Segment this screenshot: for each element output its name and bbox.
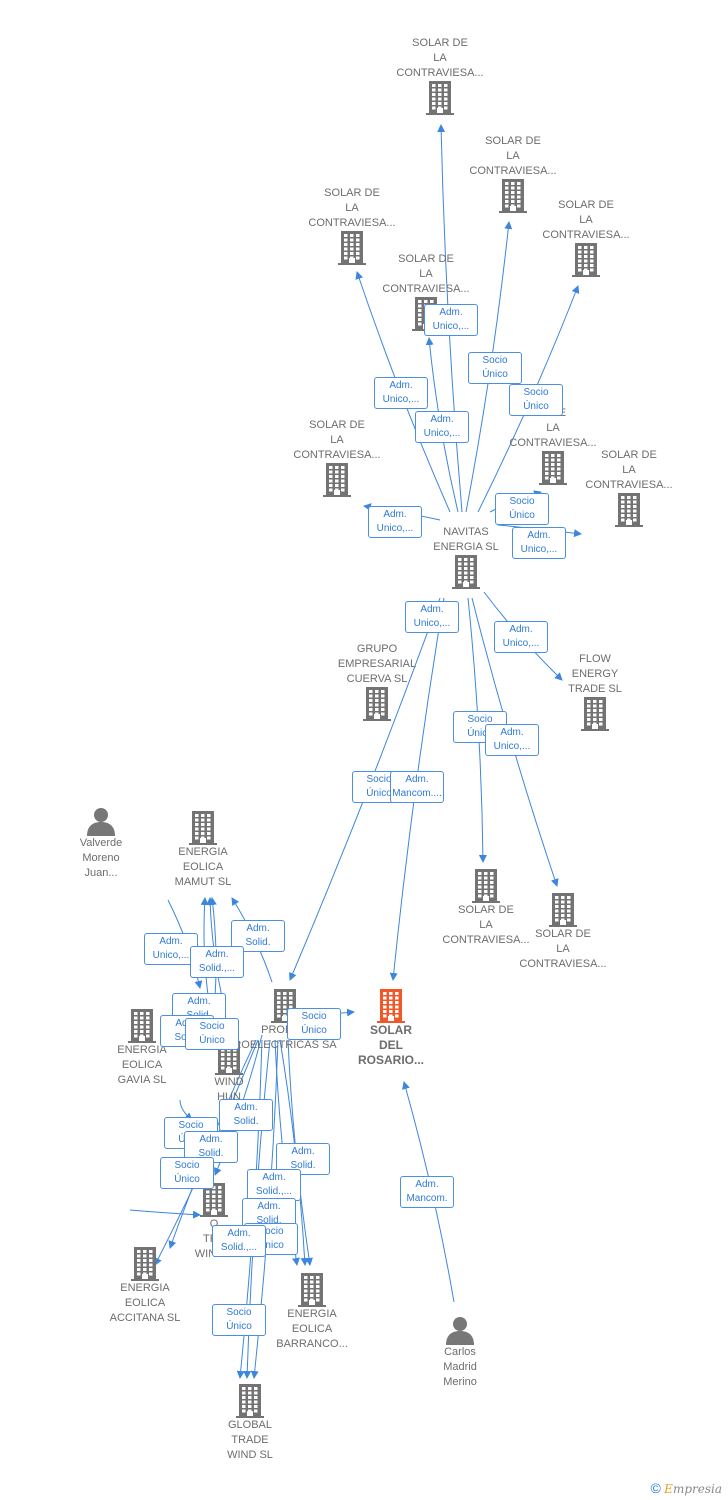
brand-name: mpresia bbox=[672, 1482, 722, 1496]
building-icon bbox=[499, 179, 527, 213]
node-label: GLOBAL TRADE WIND SL bbox=[227, 1419, 273, 1461]
person-node[interactable]: Carlos Madrid Merino bbox=[400, 1315, 520, 1390]
node-label: NAVITAS ENERGIA SL bbox=[433, 526, 499, 553]
relation-label: Socio Único bbox=[468, 352, 522, 384]
node-label: ENERGIA EOLICA GAVIA SL bbox=[117, 1044, 167, 1086]
relation-label: Socio Único bbox=[185, 1018, 239, 1050]
node-label: Carlos Madrid Merino bbox=[443, 1346, 477, 1388]
brand-footer: © Empresia bbox=[651, 1480, 723, 1496]
relation-label: Adm. Unico,... bbox=[415, 411, 469, 443]
company-node[interactable]: ENERGIA EOLICA BARRANCO... bbox=[252, 1273, 372, 1352]
building-icon bbox=[189, 811, 217, 845]
building-icon bbox=[615, 493, 643, 527]
node-label: SOLAR DE LA CONTRAVIESA... bbox=[442, 904, 530, 946]
brand-initial: E bbox=[664, 1482, 673, 1496]
relation-label: Adm. Solid.,... bbox=[190, 946, 244, 978]
relation-label: Adm. Unico,... bbox=[144, 933, 198, 965]
company-node[interactable]: WIND HUN bbox=[169, 1041, 289, 1105]
relation-label: Adm. Mancom. bbox=[400, 1176, 454, 1208]
node-label: SOLAR DE LA CONTRAVIESA... bbox=[308, 187, 396, 229]
relation-label: Socio Único bbox=[509, 384, 563, 416]
building-icon bbox=[323, 463, 351, 497]
building-icon bbox=[426, 81, 454, 115]
building-icon bbox=[200, 1183, 228, 1217]
company-node[interactable]: SOLAR DE LA CONTRAVIESA... bbox=[380, 36, 500, 115]
building-icon bbox=[131, 1247, 159, 1281]
person-icon bbox=[446, 1317, 474, 1345]
building-icon bbox=[472, 869, 500, 903]
person-node[interactable]: Valverde Moreno Juan... bbox=[41, 806, 161, 881]
node-label: SOLAR DE LA CONTRAVIESA... bbox=[293, 419, 381, 461]
company-node[interactable]: GLOBAL TRADE WIND SL bbox=[190, 1384, 310, 1463]
company-node[interactable]: SOLAR DE LA CONTRAVIESA... bbox=[292, 186, 412, 265]
building-icon bbox=[236, 1384, 264, 1418]
relation-label: Adm. Solid.,... bbox=[212, 1225, 266, 1257]
node-label: Valverde Moreno Juan... bbox=[79, 837, 123, 879]
node-label: GRUPO EMPRESARIAL CUERVA SL bbox=[337, 643, 417, 685]
relation-label: Adm. Solid. bbox=[219, 1099, 273, 1131]
relation-label: Socio Único bbox=[212, 1304, 266, 1336]
relation-label: Socio Único bbox=[287, 1008, 341, 1040]
node-label: SOLAR DE LA CONTRAVIESA... bbox=[469, 135, 557, 177]
company-node[interactable]: SOLAR DE LA CONTRAVIESA... bbox=[453, 134, 573, 213]
company-node[interactable]: ENERGIA EOLICA GAVIA SL bbox=[82, 1009, 202, 1088]
relation-label: Adm. Unico,... bbox=[405, 601, 459, 633]
building-icon bbox=[581, 697, 609, 731]
node-label: ENERGIA EOLICA MAMUT SL bbox=[174, 846, 232, 888]
relation-label: Adm. Unico,... bbox=[512, 527, 566, 559]
building-icon bbox=[377, 989, 405, 1023]
relation-label: Adm. Unico,... bbox=[374, 377, 428, 409]
node-label: SOLAR DE LA CONTRAVIESA... bbox=[519, 928, 607, 970]
building-icon bbox=[572, 243, 600, 277]
relation-label: Adm. Unico,... bbox=[494, 621, 548, 653]
building-icon bbox=[338, 231, 366, 265]
node-label: FLOW ENERGY TRADE SL bbox=[568, 653, 622, 695]
node-label: ENERGIA EOLICA ACCITANA SL bbox=[109, 1282, 181, 1324]
node-label: ENERGIA EOLICA BARRANCO... bbox=[276, 1308, 348, 1350]
building-icon bbox=[549, 893, 577, 927]
relation-label: Socio Único bbox=[160, 1157, 214, 1189]
company-node[interactable]: SOLAR DE LA CONTRAVIESA... bbox=[569, 448, 689, 527]
node-label: SOLAR DE LA CONTRAVIESA... bbox=[396, 37, 484, 79]
building-icon bbox=[363, 687, 391, 721]
copyright-symbol: © bbox=[650, 1480, 661, 1496]
building-icon bbox=[128, 1009, 156, 1043]
company-node[interactable]: SOLAR DE LA CONTRAVIESA... bbox=[277, 418, 397, 497]
company-node[interactable]: SOLAR DE LA CONTRAVIESA... bbox=[426, 869, 546, 948]
relation-label: Adm. Unico,... bbox=[485, 724, 539, 756]
relation-label: Adm. Solid.,... bbox=[247, 1169, 301, 1201]
company-node[interactable]: ENERGIA EOLICA MAMUT SL bbox=[143, 811, 263, 890]
relation-label: Adm. Unico,... bbox=[424, 304, 478, 336]
relation-edge bbox=[129, 1209, 201, 1219]
building-icon bbox=[539, 451, 567, 485]
relation-label: Adm. Mancom.... bbox=[390, 771, 444, 803]
building-icon bbox=[298, 1273, 326, 1307]
company-node[interactable]: ENERGIA EOLICA ACCITANA SL bbox=[85, 1247, 205, 1326]
company-node[interactable]: NAVITAS ENERGIA SL bbox=[406, 525, 526, 589]
company-node[interactable]: SOLAR DEL ROSARIO... bbox=[331, 989, 451, 1068]
relation-label: Socio Único bbox=[495, 493, 549, 525]
node-label: SOLAR DE LA CONTRAVIESA... bbox=[585, 449, 673, 491]
node-label: SOLAR DE LA CONTRAVIESA... bbox=[382, 253, 470, 295]
company-node[interactable]: SOLAR DE LA CONTRAVIESA... bbox=[503, 893, 623, 972]
company-node[interactable]: PRODUC ROELECTRICAS SA bbox=[225, 989, 345, 1053]
company-node[interactable]: SOLAR DE LA CONTRAVIESA... bbox=[526, 198, 646, 277]
person-icon bbox=[87, 808, 115, 836]
building-icon bbox=[452, 555, 480, 589]
company-node[interactable]: GRUPO EMPRESARIAL CUERVA SL bbox=[317, 642, 437, 721]
node-label: SOLAR DEL ROSARIO... bbox=[357, 1023, 424, 1067]
relation-label: Adm. Unico,... bbox=[368, 506, 422, 538]
company-node[interactable]: FLOW ENERGY TRADE SL bbox=[535, 652, 655, 731]
node-label: SOLAR DE LA CONTRAVIESA... bbox=[542, 199, 630, 241]
